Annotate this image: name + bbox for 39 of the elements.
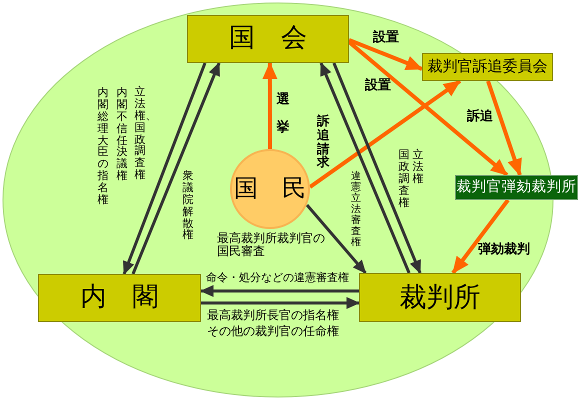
edge-label: 違憲立法審査権 bbox=[351, 171, 361, 248]
node-label: 裁判所 bbox=[400, 282, 480, 314]
arrow bbox=[122, 62, 206, 275]
node-label: 裁判官弾劾裁判所 bbox=[456, 179, 576, 196]
edge-label: 設置 bbox=[373, 31, 399, 46]
node-label: 国 民 bbox=[234, 175, 306, 203]
edge-label: 最高裁判所長官の指名権その他の裁判官の任命権 bbox=[206, 307, 340, 339]
arrow bbox=[348, 38, 423, 71]
annotation-label: 内閣総理大臣の指名権 bbox=[98, 87, 108, 206]
node-label: 国 会 bbox=[229, 24, 307, 54]
institution-box bbox=[359, 273, 521, 322]
arrow bbox=[262, 62, 278, 149]
annotation-label: 立法権 bbox=[412, 149, 424, 185]
arrow bbox=[332, 62, 422, 274]
arrow bbox=[306, 204, 367, 274]
edge-label: 訴追 bbox=[467, 110, 493, 124]
arrow bbox=[201, 297, 360, 309]
edge-label: 訴追請求 bbox=[316, 114, 330, 169]
edge-label: 設置 bbox=[365, 79, 391, 94]
edge-label: 選挙 bbox=[276, 91, 290, 137]
arrow bbox=[348, 40, 508, 177]
institution-box bbox=[422, 53, 553, 81]
institution-box bbox=[38, 274, 201, 322]
node-label: 裁判官訴追委員会 bbox=[428, 58, 548, 76]
court-box bbox=[455, 175, 578, 200]
arrow bbox=[200, 285, 359, 297]
arrow bbox=[320, 62, 410, 274]
arrow bbox=[486, 80, 522, 176]
edge-label: 衆議院解散権 bbox=[182, 170, 194, 242]
institution-box bbox=[187, 15, 349, 63]
annotation-label: 国政調査権 bbox=[398, 149, 410, 208]
annotation-label: 内閣不信任決議権 bbox=[116, 87, 128, 182]
arrow bbox=[132, 62, 220, 275]
arrow bbox=[308, 79, 462, 189]
node-label: 内 閣 bbox=[80, 283, 158, 313]
edge-label: 命令・処分などの違憲審査権 bbox=[206, 272, 349, 284]
edge-label: 最高裁判所裁判官の国民審査 bbox=[217, 232, 326, 258]
edge-label: 弾劾裁判 bbox=[478, 243, 530, 258]
arrow bbox=[451, 198, 510, 274]
